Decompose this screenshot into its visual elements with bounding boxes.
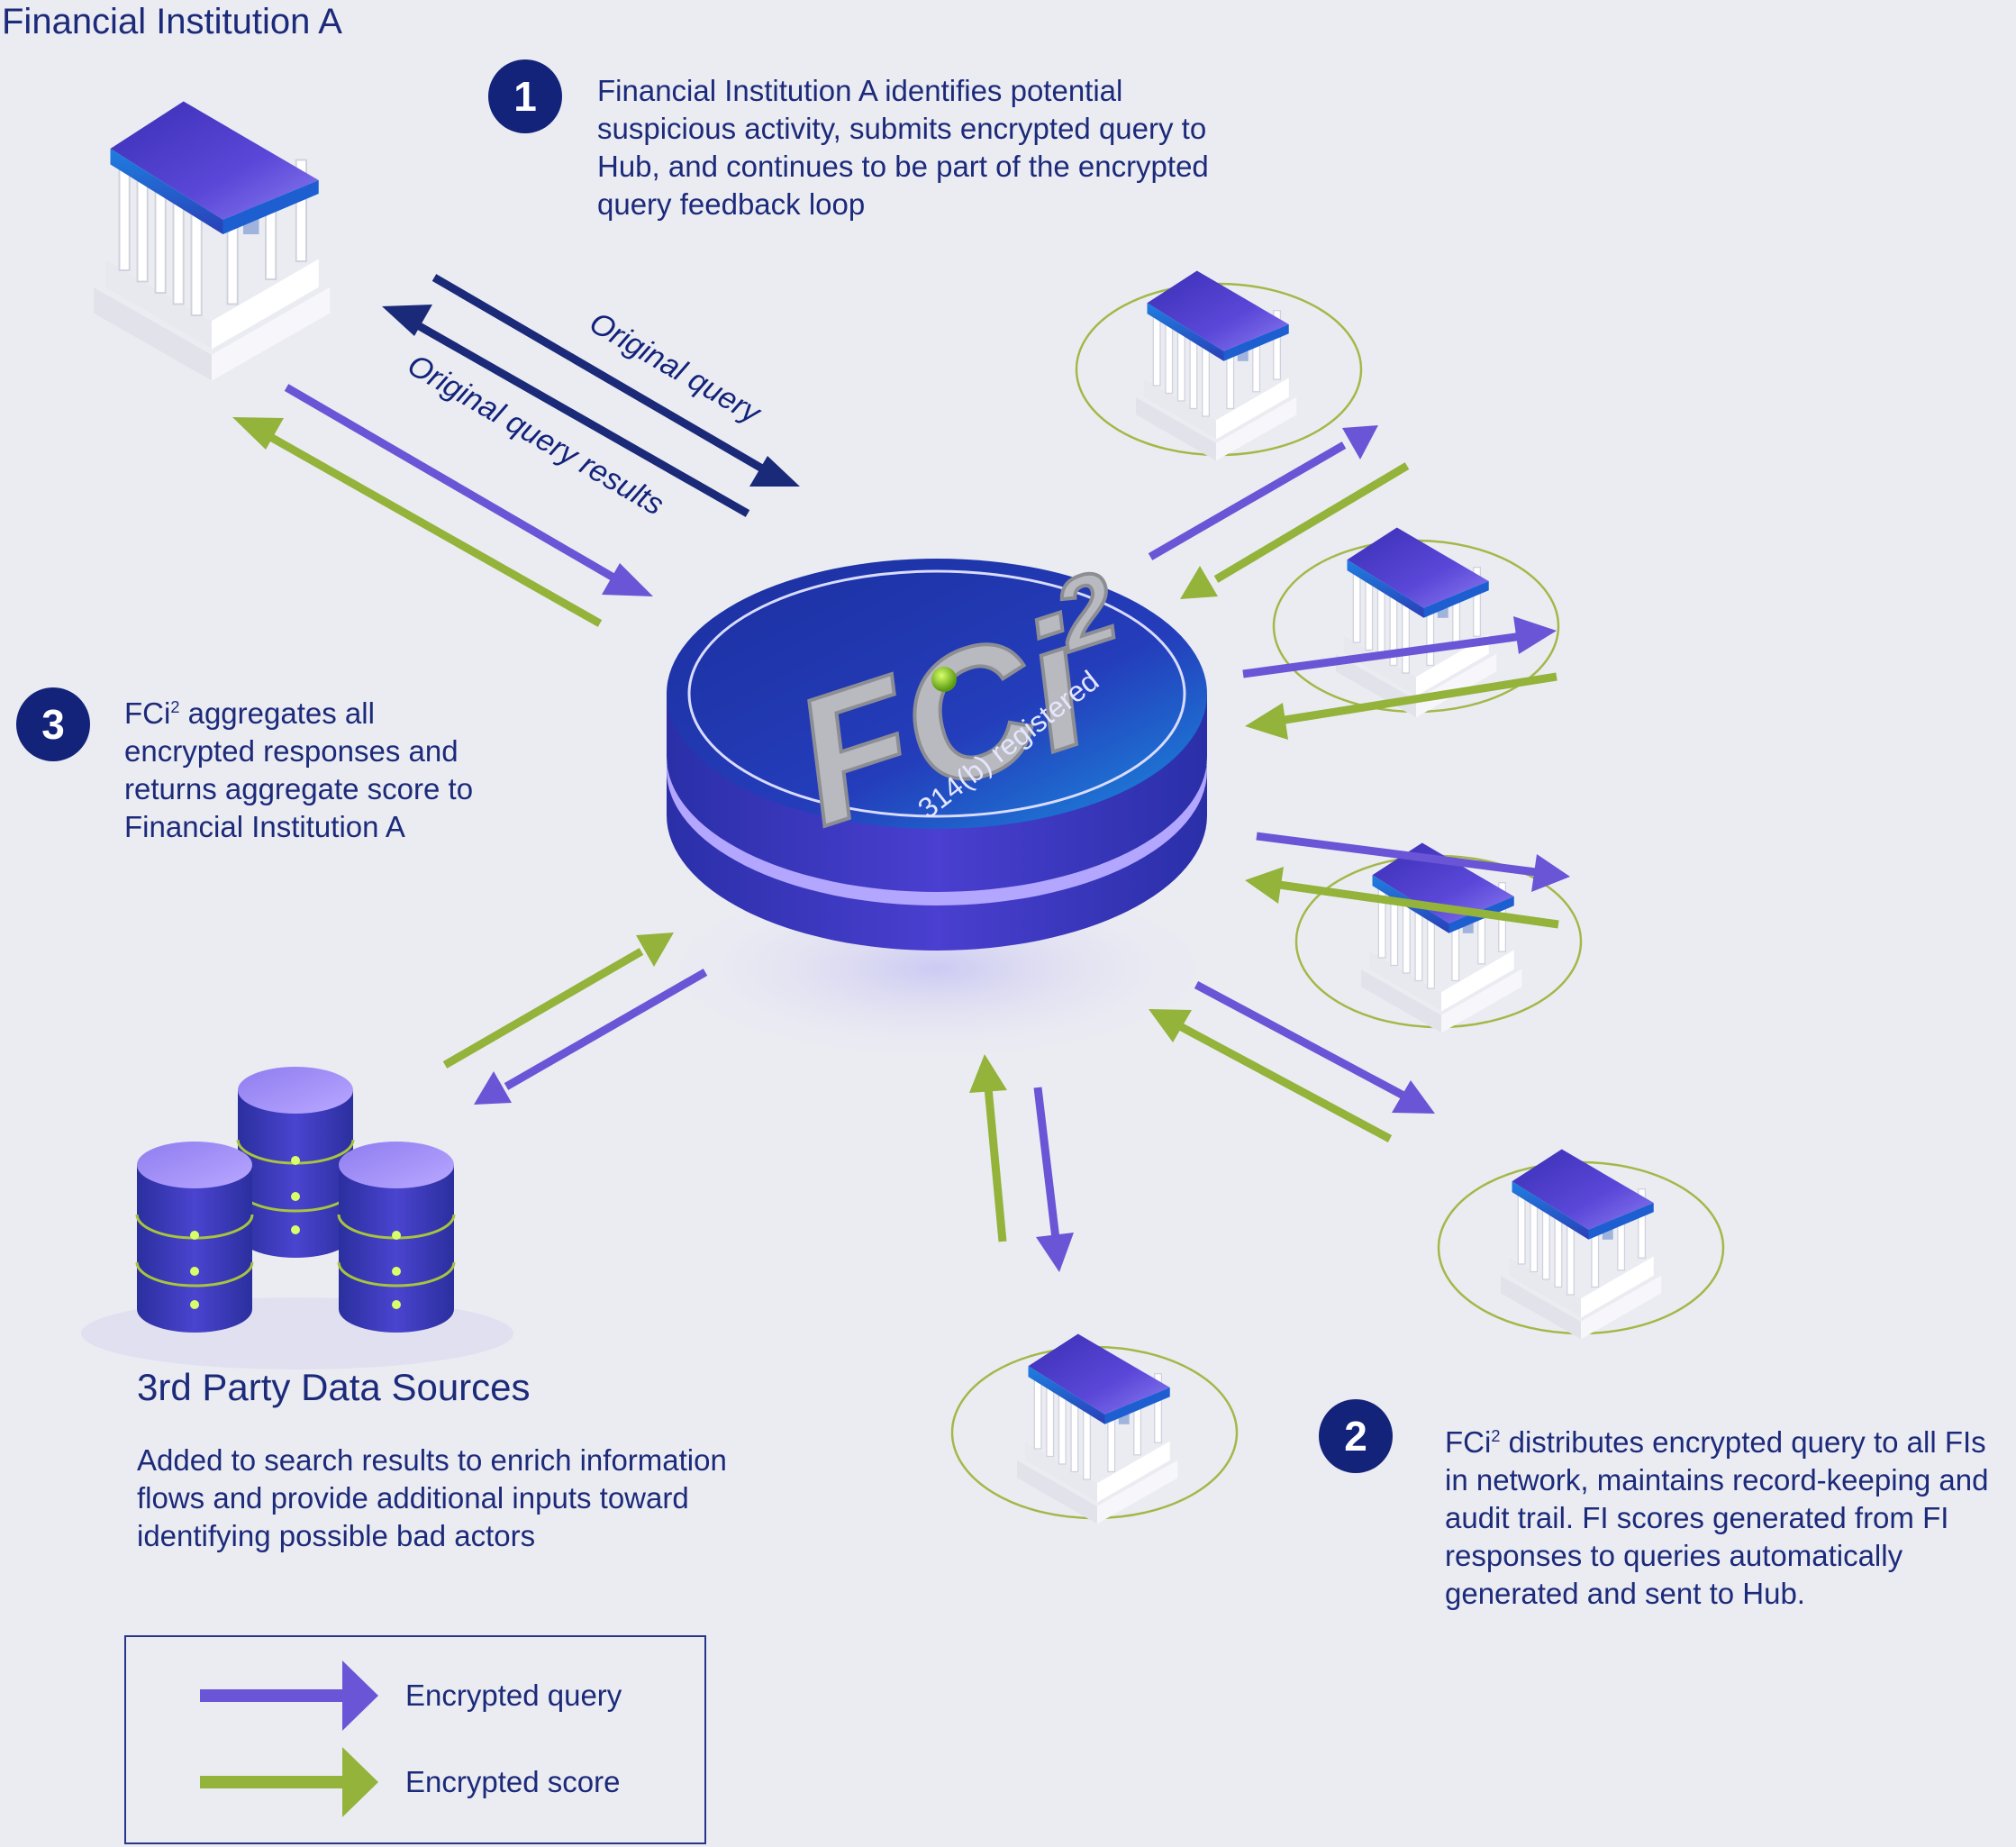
original-query-results-arrow (382, 305, 750, 517)
bank4-score-arrow (1149, 1009, 1393, 1142)
network-bank-5 (950, 1333, 1239, 1524)
legend-score-label: Encrypted score (405, 1765, 621, 1798)
step-1-badge: 1 (488, 59, 562, 133)
network-bank-1 (1075, 269, 1363, 461)
hub-platform: FCi2 314(b) registered (640, 548, 1234, 1068)
step-3-badge: 3 (16, 687, 90, 761)
fia-score-arrow (232, 417, 603, 627)
hub-logo-dot (931, 667, 957, 692)
step-1-text: Financial Institution A identifies poten… (597, 74, 1209, 221)
step-2-badge: 2 (1319, 1399, 1393, 1473)
bank2-score-arrow (1245, 672, 1557, 740)
step-2-text: FCi2 distributes encrypted query to all … (1445, 1425, 1989, 1610)
network-bank-2 (1272, 526, 1560, 718)
step-3-text: FCi2 aggregates all encrypted responses … (124, 696, 474, 843)
original-query-label: Original query (584, 305, 767, 432)
datasource-query-arrow (474, 969, 708, 1105)
institution-a-bank-icon (92, 100, 331, 382)
datasource-score-arrow (442, 933, 674, 1069)
bank1-query-arrow (1148, 425, 1378, 560)
fia-query-arrow (284, 384, 653, 596)
original-query-results-label: Original query results (402, 348, 669, 523)
legend-query-label: Encrypted query (405, 1679, 622, 1712)
original-query-arrow (431, 274, 800, 487)
legend-box: Encrypted query Encrypted score (124, 1635, 706, 1844)
bank2-query-arrow (1242, 616, 1557, 678)
legend-query-arrow (200, 1660, 378, 1731)
bank5-score-arrow (969, 1054, 1007, 1242)
bank3-score-arrow (1245, 867, 1559, 929)
data-sources-description: Added to search results to enrich inform… (137, 1443, 727, 1552)
third-party-database-icon (81, 1065, 513, 1369)
institution-a-label: Financial Institution A (2, 2, 342, 41)
data-sources-title: 3rd Party Data Sources (137, 1366, 531, 1408)
bank3-query-arrow (1256, 832, 1570, 892)
legend-score-arrow (200, 1747, 378, 1817)
bank4-query-arrow (1194, 981, 1435, 1114)
bank1-score-arrow (1180, 462, 1410, 599)
network-bank-4 (1437, 1148, 1725, 1340)
bank5-query-arrow (1033, 1087, 1074, 1272)
